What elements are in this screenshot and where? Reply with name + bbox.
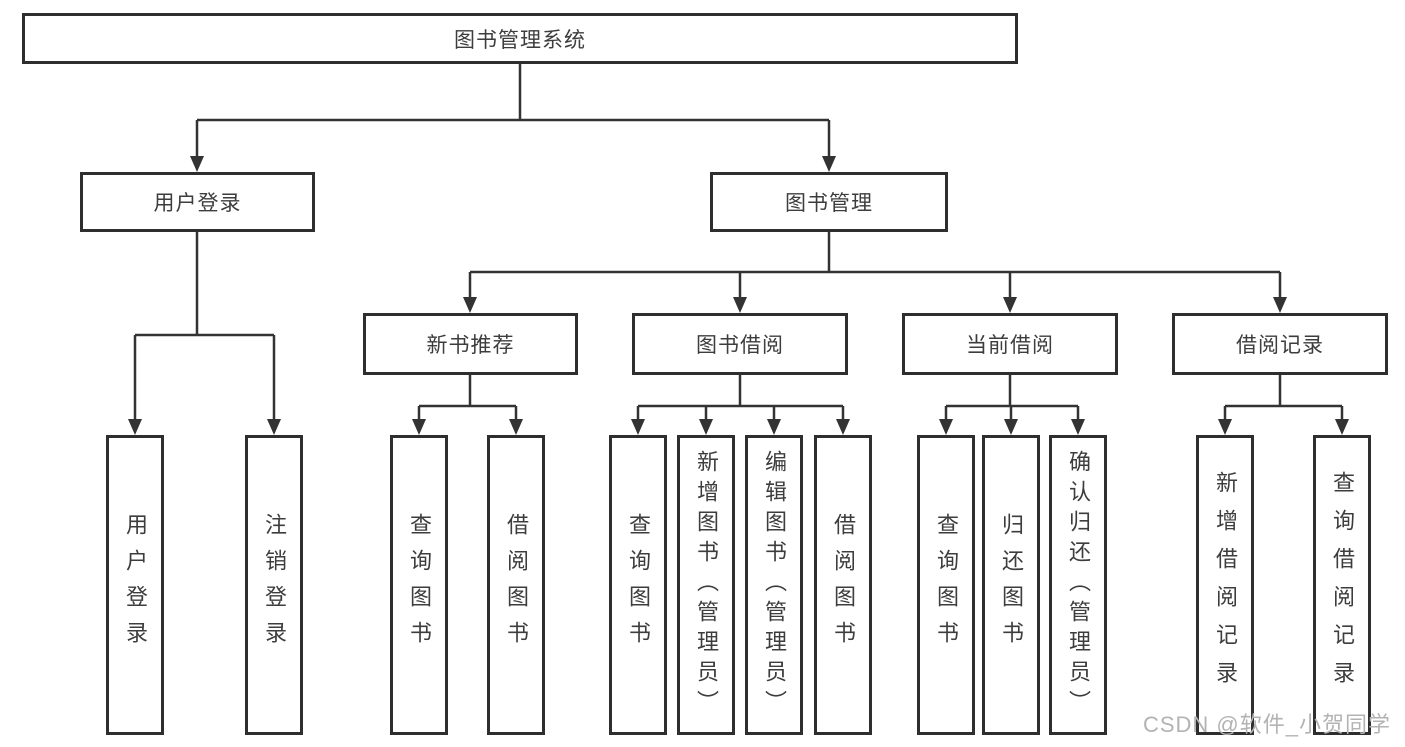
arrow-down-icon xyxy=(1003,297,1017,313)
node-label: 图书管理系统 xyxy=(454,28,586,52)
arrow-down-icon xyxy=(733,297,747,313)
node-book-borrowing: 图书借阅 xyxy=(632,313,848,375)
arrow-down-icon xyxy=(1004,419,1018,435)
node-label: 新书推荐 xyxy=(426,334,515,357)
connector-new-book-rec xyxy=(417,375,518,420)
leaf-query-borrow-record: 查询借阅记录 xyxy=(1313,435,1371,735)
node-label: 用户登录 xyxy=(153,192,242,215)
leaf-add-borrow-record: 新增借阅记录 xyxy=(1196,435,1254,735)
leaf-borrow-books: 借阅图书 xyxy=(487,435,545,735)
arrow-down-icon xyxy=(509,419,523,435)
arrow-down-icon xyxy=(1273,297,1287,313)
leaf-logout: 注销登录 xyxy=(245,435,303,735)
arrow-down-icon xyxy=(267,419,281,435)
arrow-down-icon xyxy=(1071,419,1085,435)
node-current-borrowing: 当前借阅 xyxy=(902,313,1118,375)
leaf-user-login: 用户登录 xyxy=(106,435,164,735)
node-label: 图书借阅 xyxy=(696,334,784,357)
node-label: 用户登录 xyxy=(123,513,148,657)
arrow-down-icon xyxy=(463,297,477,313)
node-label: 当前借阅 xyxy=(966,334,1054,357)
connector-book-borrow xyxy=(636,375,845,420)
arrow-down-icon xyxy=(822,156,836,172)
arrow-down-icon xyxy=(939,419,953,435)
node-label: 借阅图书 xyxy=(831,513,856,657)
node-label: 借阅图书 xyxy=(504,513,529,657)
leaf-return-books: 归还图书 xyxy=(982,435,1040,735)
connector-borrow-records xyxy=(1223,375,1344,420)
leaf-edit-books-admin: 编辑图书（管理员） xyxy=(745,435,803,735)
leaf-confirm-return-admin: 确认归还（管理员） xyxy=(1049,435,1107,735)
node-label: 图书管理 xyxy=(785,192,873,215)
connector-root xyxy=(195,64,831,157)
node-new-book-recommend: 新书推荐 xyxy=(363,313,578,375)
leaf-query-books: 查询图书 xyxy=(609,435,667,735)
leaf-add-books-admin: 新增图书（管理员） xyxy=(677,435,735,735)
arrow-down-icon xyxy=(190,156,204,172)
node-label: 确认归还（管理员） xyxy=(1066,450,1091,720)
node-label: 新增借阅记录 xyxy=(1213,471,1238,699)
node-user-login: 用户登录 xyxy=(80,172,315,232)
node-label: 查询图书 xyxy=(407,513,432,657)
node-label: 归还图书 xyxy=(999,513,1024,657)
node-label: 查询图书 xyxy=(934,513,959,657)
arrow-down-icon xyxy=(128,419,142,435)
arrow-down-icon xyxy=(631,419,645,435)
node-label: 查询图书 xyxy=(626,513,651,657)
node-label: 借阅记录 xyxy=(1236,334,1324,357)
connector-current-borrow xyxy=(944,375,1080,420)
arrow-down-icon xyxy=(699,419,713,435)
node-book-management: 图书管理 xyxy=(710,172,948,232)
node-label: 编辑图书（管理员） xyxy=(762,450,787,720)
connector-user-login xyxy=(133,232,276,420)
leaf-query-books: 查询图书 xyxy=(390,435,448,735)
node-borrowing-records: 借阅记录 xyxy=(1172,313,1388,375)
arrow-down-icon xyxy=(767,419,781,435)
arrow-down-icon xyxy=(412,419,426,435)
arrow-down-icon xyxy=(836,419,850,435)
node-label: 注销登录 xyxy=(262,513,287,657)
connector-book-mgmt xyxy=(468,232,1282,298)
arrow-down-icon xyxy=(1335,419,1349,435)
leaf-borrow-books: 借阅图书 xyxy=(814,435,872,735)
node-label: 新增图书（管理员） xyxy=(694,450,719,720)
arrow-down-icon xyxy=(1218,419,1232,435)
node-label: 查询借阅记录 xyxy=(1330,471,1355,699)
node-root-library-system: 图书管理系统 xyxy=(22,13,1018,64)
leaf-query-books: 查询图书 xyxy=(917,435,975,735)
csdn-watermark: CSDN @软件_小贺同学 xyxy=(1142,712,1391,737)
